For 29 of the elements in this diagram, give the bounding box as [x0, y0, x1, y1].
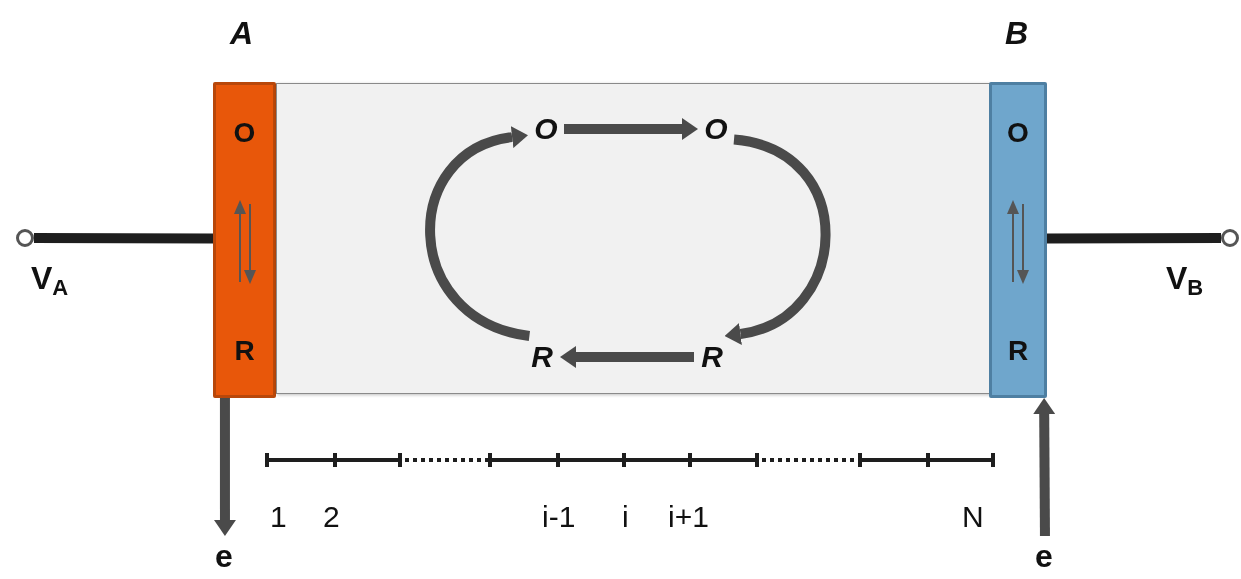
arrow	[1033, 398, 1056, 537]
electrode-label: B	[1005, 17, 1029, 49]
arrow	[725, 134, 831, 345]
position-index: 1	[270, 502, 287, 532]
position-index: N	[962, 502, 984, 532]
cell-box	[276, 83, 990, 394]
species-label: R	[1007, 337, 1029, 365]
species-label: R	[234, 337, 255, 365]
species-label: R	[701, 342, 723, 372]
position-index: i	[622, 502, 629, 532]
position-index: i+1	[668, 502, 709, 532]
species-label: O	[704, 114, 728, 144]
position-index: 2	[323, 502, 340, 532]
electron-label: e	[1035, 540, 1053, 572]
voltage-label: V$_{A}$	[31, 262, 69, 299]
position-index: i-1	[542, 502, 576, 532]
species-label: R	[531, 342, 553, 372]
species-label: O	[233, 119, 256, 147]
arrow	[560, 346, 694, 368]
arrow	[425, 126, 531, 341]
electrode-label: A	[230, 17, 254, 49]
species-label: O	[534, 114, 558, 144]
species-label: O	[1007, 119, 1029, 147]
wire-line	[1047, 233, 1221, 244]
arrow	[213, 398, 236, 536]
electron-label: e	[215, 540, 233, 572]
arrow	[564, 118, 698, 140]
voltage-label: V$_{B}$	[1166, 262, 1204, 299]
wire-line	[34, 233, 213, 244]
